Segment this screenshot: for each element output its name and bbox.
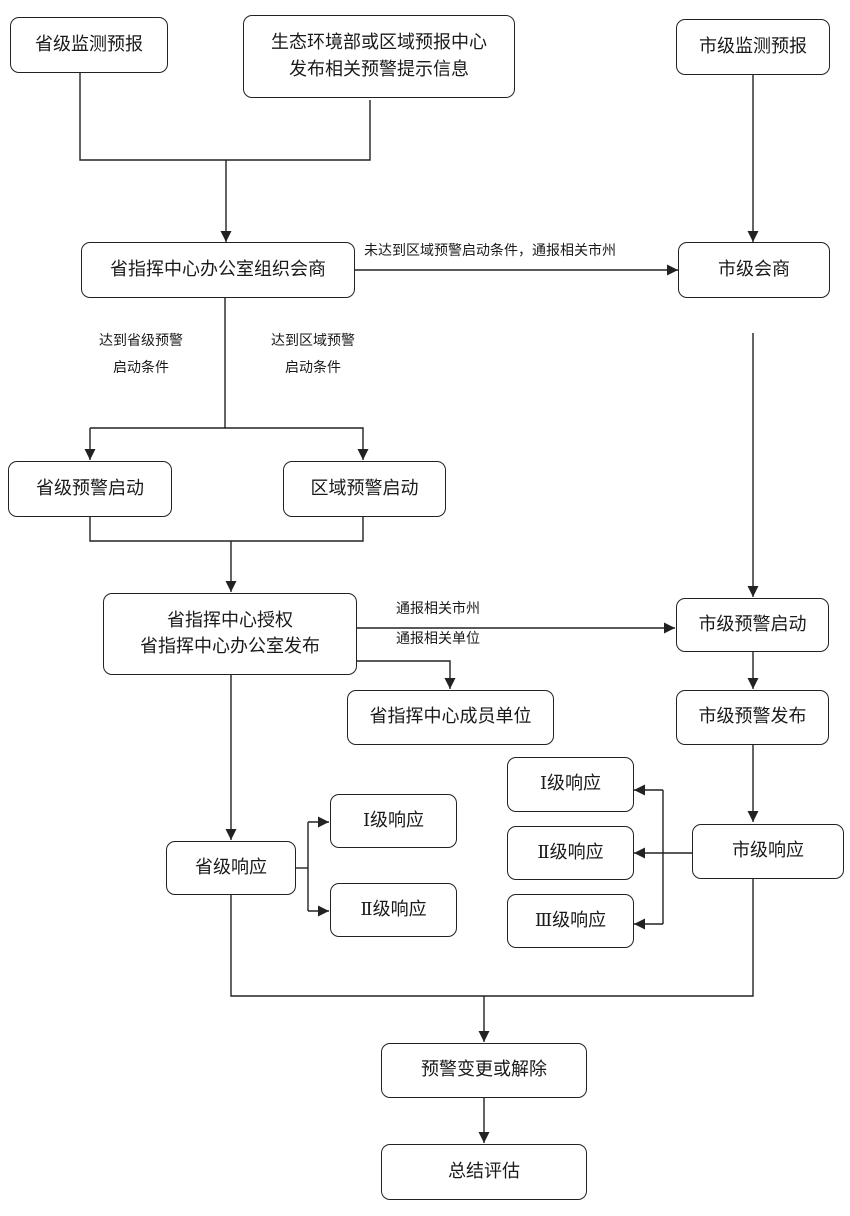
box-change: 预警变更或解除 xyxy=(381,1043,587,1098)
label-prov-condition-line1: 达到省级预警 xyxy=(99,333,183,349)
box-prov-response: 省级响应 xyxy=(166,841,296,895)
label-not-reached: 未达到区域预警启动条件，通报相关市州 xyxy=(364,243,616,259)
label-region-condition: 达到区域预警 启动条件 xyxy=(258,328,368,381)
line-final-merge xyxy=(230,879,754,997)
label-prov-condition: 达到省级预警 启动条件 xyxy=(86,328,196,381)
box-city-consult-text: 市级会商 xyxy=(718,258,790,280)
box-members: 省指挥中心成员单位 xyxy=(347,690,554,745)
box-prov-lv1-text: Ⅰ级响应 xyxy=(362,809,425,831)
box-city-response: 市级响应 xyxy=(692,824,844,879)
box-city-lv1-text: Ⅰ级响应 xyxy=(539,773,602,795)
box-change-text: 预警变更或解除 xyxy=(421,1059,547,1081)
line-split-right xyxy=(225,427,369,460)
line-prov-monitor-down xyxy=(79,73,371,161)
box-city-response-text: 市级响应 xyxy=(732,840,804,862)
box-prov-response-text: 省级响应 xyxy=(195,856,267,878)
box-prov-start-text: 省级预警启动 xyxy=(36,477,144,499)
label-region-condition-line1: 达到区域预警 xyxy=(271,333,355,349)
box-prov-lv2: Ⅱ级响应 xyxy=(330,883,457,937)
box-city-lv3-text: Ⅲ级响应 xyxy=(534,909,607,931)
box-prov-start: 省级预警启动 xyxy=(8,461,172,517)
box-city-publish-text: 市级预警发布 xyxy=(698,706,807,728)
box-city-monitor-text: 市级监测预报 xyxy=(699,35,807,57)
box-members-text: 省指挥中心成员单位 xyxy=(369,706,532,728)
box-summary-text: 总结评估 xyxy=(448,1160,520,1182)
label-notify-unit: 通报相关单位 xyxy=(396,631,480,647)
box-city-lv1: Ⅰ级响应 xyxy=(507,757,634,812)
box-region-start-text: 区域预警启动 xyxy=(310,477,419,499)
box-prov-monitor: 省级监测预报 xyxy=(10,17,168,73)
box-summary: 总结评估 xyxy=(381,1144,587,1200)
box-authorization-line1: 省指挥中心授权 xyxy=(167,609,293,631)
box-city-monitor: 市级监测预报 xyxy=(676,19,830,75)
box-mee-prompt-line1: 生态环境部或区域预报中心 xyxy=(271,32,487,54)
label-prov-condition-line2: 启动条件 xyxy=(113,359,169,376)
box-prov-consult-text: 省指挥中心办公室组织会商 xyxy=(110,258,326,280)
box-city-start-text: 市级预警启动 xyxy=(698,613,807,635)
box-authorization: 省指挥中心授权 省指挥中心办公室发布 xyxy=(103,593,357,675)
box-prov-lv2-text: Ⅱ级响应 xyxy=(360,898,427,920)
box-city-start: 市级预警启动 xyxy=(676,598,829,652)
label-region-condition-line2: 启动条件 xyxy=(285,359,341,376)
box-prov-consult: 省指挥中心办公室组织会商 xyxy=(81,242,355,298)
box-prov-monitor-text: 省级监测预报 xyxy=(35,33,143,55)
label-notify-city: 通报相关市州 xyxy=(396,601,480,617)
box-city-publish: 市级预警发布 xyxy=(676,690,829,745)
box-authorization-line2: 省指挥中心办公室发布 xyxy=(140,636,320,657)
box-mee-prompt: 生态环境部或区域预报中心 发布相关预警提示信息 xyxy=(243,15,515,98)
box-city-lv2: Ⅱ级响应 xyxy=(507,826,634,880)
arrow-notify-units xyxy=(357,660,456,689)
box-city-lv2-text: Ⅱ级响应 xyxy=(537,841,604,863)
box-city-consult: 市级会商 xyxy=(678,242,830,298)
box-city-lv3: Ⅲ级响应 xyxy=(507,894,634,948)
box-region-start: 区域预警启动 xyxy=(283,461,446,517)
line-start-merge xyxy=(89,517,364,542)
box-prov-lv1: Ⅰ级响应 xyxy=(330,794,457,848)
box-mee-prompt-line2: 发布相关预警提示信息 xyxy=(289,58,469,80)
